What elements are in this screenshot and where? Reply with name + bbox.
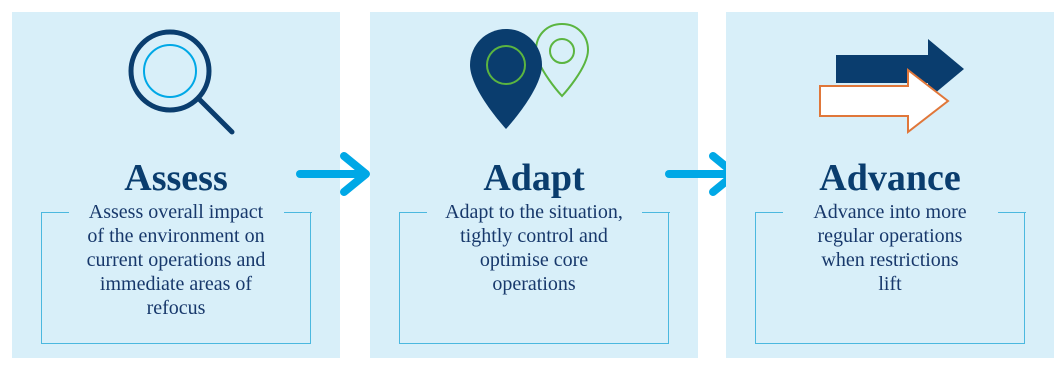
description-line: optimise core <box>479 249 589 271</box>
description-line: current operations and <box>86 249 266 271</box>
stage-description: Assess overall impact of the environment… <box>78 200 274 320</box>
stage-title: Advance <box>819 157 961 199</box>
description-line: immediate areas of <box>99 273 253 295</box>
stage-title: Assess <box>124 157 228 199</box>
stage-description: Adapt to the situation, tightly control … <box>436 200 632 296</box>
description-line: Advance into more <box>813 201 967 223</box>
stage-title: Adapt <box>483 157 585 199</box>
stage-description: Advance into more regular operations whe… <box>792 200 988 296</box>
description-line: of the environment on <box>87 225 265 247</box>
forward-arrows-icon <box>726 12 1054 152</box>
description-line: when restrictions <box>821 249 959 271</box>
map-pin-icon <box>370 12 698 152</box>
description-line: Assess overall impact <box>88 201 264 223</box>
description-line: operations <box>492 273 576 295</box>
description-line: regular operations <box>817 225 963 247</box>
stage-panel-advance: Advance Advance into more regular operat… <box>726 12 1054 358</box>
description-line: refocus <box>146 297 206 319</box>
magnifier-icon <box>12 12 340 152</box>
stage-panel-assess: Assess Assess overall impact of the envi… <box>12 12 340 358</box>
stage-panel-adapt: Adapt Adapt to the situation, tightly co… <box>370 12 698 358</box>
stage-description-box: Adapt to the situation, tightly control … <box>398 201 670 344</box>
description-line: lift <box>878 273 902 295</box>
description-line: Adapt to the situation, <box>445 201 623 223</box>
description-line: tightly control and <box>460 225 608 247</box>
stage-description-box: Advance into more regular operations whe… <box>754 201 1026 344</box>
stage-description-box: Assess overall impact of the environment… <box>40 201 312 344</box>
flow-arrow-icon <box>296 152 370 196</box>
